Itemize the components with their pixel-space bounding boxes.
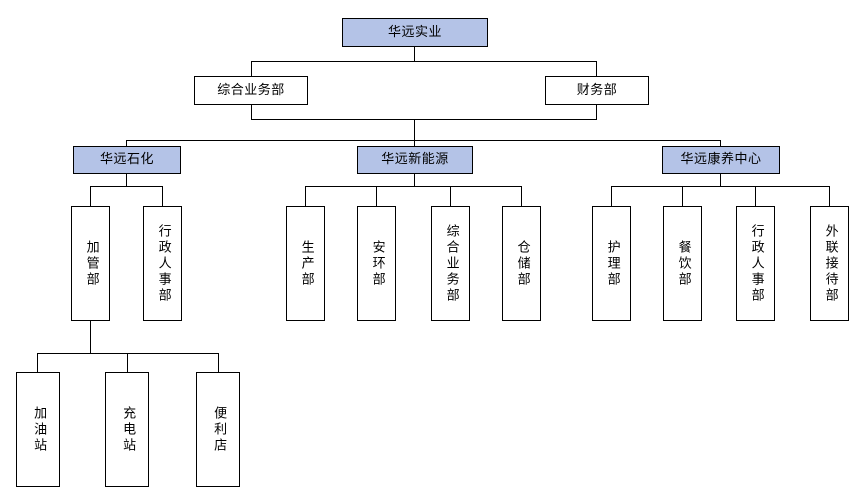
connector-health-bar <box>611 186 829 187</box>
connector-stationmgmt-child1-drop <box>37 353 38 372</box>
org-node-outlet-gas-station[interactable]: 加油站 <box>16 372 60 487</box>
org-node-health-dept-external-reception[interactable]: 外联接待部 <box>810 206 849 321</box>
org-node-l2-finance[interactable]: 财务部 <box>545 76 649 105</box>
connector-energy-child4-drop <box>521 186 522 206</box>
org-node-health-dept-nursing[interactable]: 护理部 <box>592 206 631 321</box>
org-node-label: 加管部 <box>83 239 99 288</box>
connector-health-stem <box>720 174 721 186</box>
org-node-label: 便利店 <box>211 405 227 454</box>
org-node-outlet-charging-station[interactable]: 充电站 <box>105 372 149 487</box>
org-node-huayuan-health-center[interactable]: 华远康养中心 <box>662 146 780 174</box>
connector-l2-2-down <box>596 105 597 120</box>
connector-l2-merge-bar <box>251 119 597 120</box>
org-node-label: 华远实业 <box>387 24 442 40</box>
org-node-energy-dept-general-business[interactable]: 综合业务部 <box>431 206 470 321</box>
org-node-label: 生产部 <box>298 239 314 288</box>
org-node-health-dept-admin-hr[interactable]: 行政人事部 <box>736 206 775 321</box>
org-node-label: 华远石化 <box>99 152 154 168</box>
org-node-label: 餐饮部 <box>675 239 691 288</box>
org-node-petro-dept-admin-hr[interactable]: 行政人事部 <box>143 206 182 321</box>
connector-l2-1-down <box>251 105 252 120</box>
org-node-l2-general-business[interactable]: 综合业务部 <box>194 76 308 105</box>
connector-energy-child1-drop <box>305 186 306 206</box>
connector-petro-stem <box>126 174 127 186</box>
org-node-label: 护理部 <box>604 239 620 288</box>
connector-petro-child2-drop <box>162 186 163 206</box>
org-node-health-dept-catering[interactable]: 餐饮部 <box>663 206 702 321</box>
org-node-label: 安环部 <box>369 239 385 288</box>
connector-petro-child1-drop <box>90 186 91 206</box>
connector-petro-bar <box>90 186 162 187</box>
connector-health-child4-drop <box>829 186 830 206</box>
org-node-label: 财务部 <box>576 82 618 98</box>
org-node-label: 加油站 <box>31 405 47 454</box>
connector-health-child1-drop <box>611 186 612 206</box>
org-node-energy-dept-warehouse[interactable]: 仓储部 <box>502 206 541 321</box>
connector-root-stem <box>414 47 415 61</box>
org-node-huayuan-petrochemical[interactable]: 华远石化 <box>73 146 181 174</box>
org-node-root[interactable]: 华远实业 <box>342 18 488 47</box>
connector-energy-child3-drop <box>450 186 451 206</box>
org-node-label: 综合业务部 <box>217 82 285 98</box>
org-node-outlet-convenience-store[interactable]: 便利店 <box>196 372 240 487</box>
org-node-label: 充电站 <box>120 405 136 454</box>
org-node-petro-dept-station-mgmt[interactable]: 加管部 <box>71 206 110 321</box>
org-node-label: 华远康养中心 <box>680 152 762 168</box>
connector-level3-bar <box>126 140 721 141</box>
org-node-label: 外联接待部 <box>822 223 838 304</box>
org-node-huayuan-new-energy[interactable]: 华远新能源 <box>357 146 473 174</box>
connector-level3-stem <box>414 119 415 141</box>
connector-health-child2-drop <box>682 186 683 206</box>
connector-health-child3-drop <box>755 186 756 206</box>
org-node-label: 行政人事部 <box>748 223 764 304</box>
connector-energy-child2-drop <box>376 186 377 206</box>
connector-stationmgmt-stem <box>90 321 91 353</box>
org-node-label: 行政人事部 <box>155 223 171 304</box>
org-node-energy-dept-production[interactable]: 生产部 <box>286 206 325 321</box>
connector-level2-left-drop <box>251 61 252 76</box>
connector-level2-right-drop <box>596 61 597 76</box>
connector-stationmgmt-child3-drop <box>218 353 219 372</box>
connector-level2-bar <box>251 61 597 62</box>
connector-energy-stem <box>414 174 415 186</box>
org-node-label: 综合业务部 <box>443 223 459 304</box>
org-node-energy-dept-safety-env[interactable]: 安环部 <box>357 206 396 321</box>
org-node-label: 仓储部 <box>514 239 530 288</box>
connector-stationmgmt-child2-drop <box>127 353 128 372</box>
connector-energy-bar <box>305 186 522 187</box>
org-node-label: 华远新能源 <box>381 152 449 168</box>
